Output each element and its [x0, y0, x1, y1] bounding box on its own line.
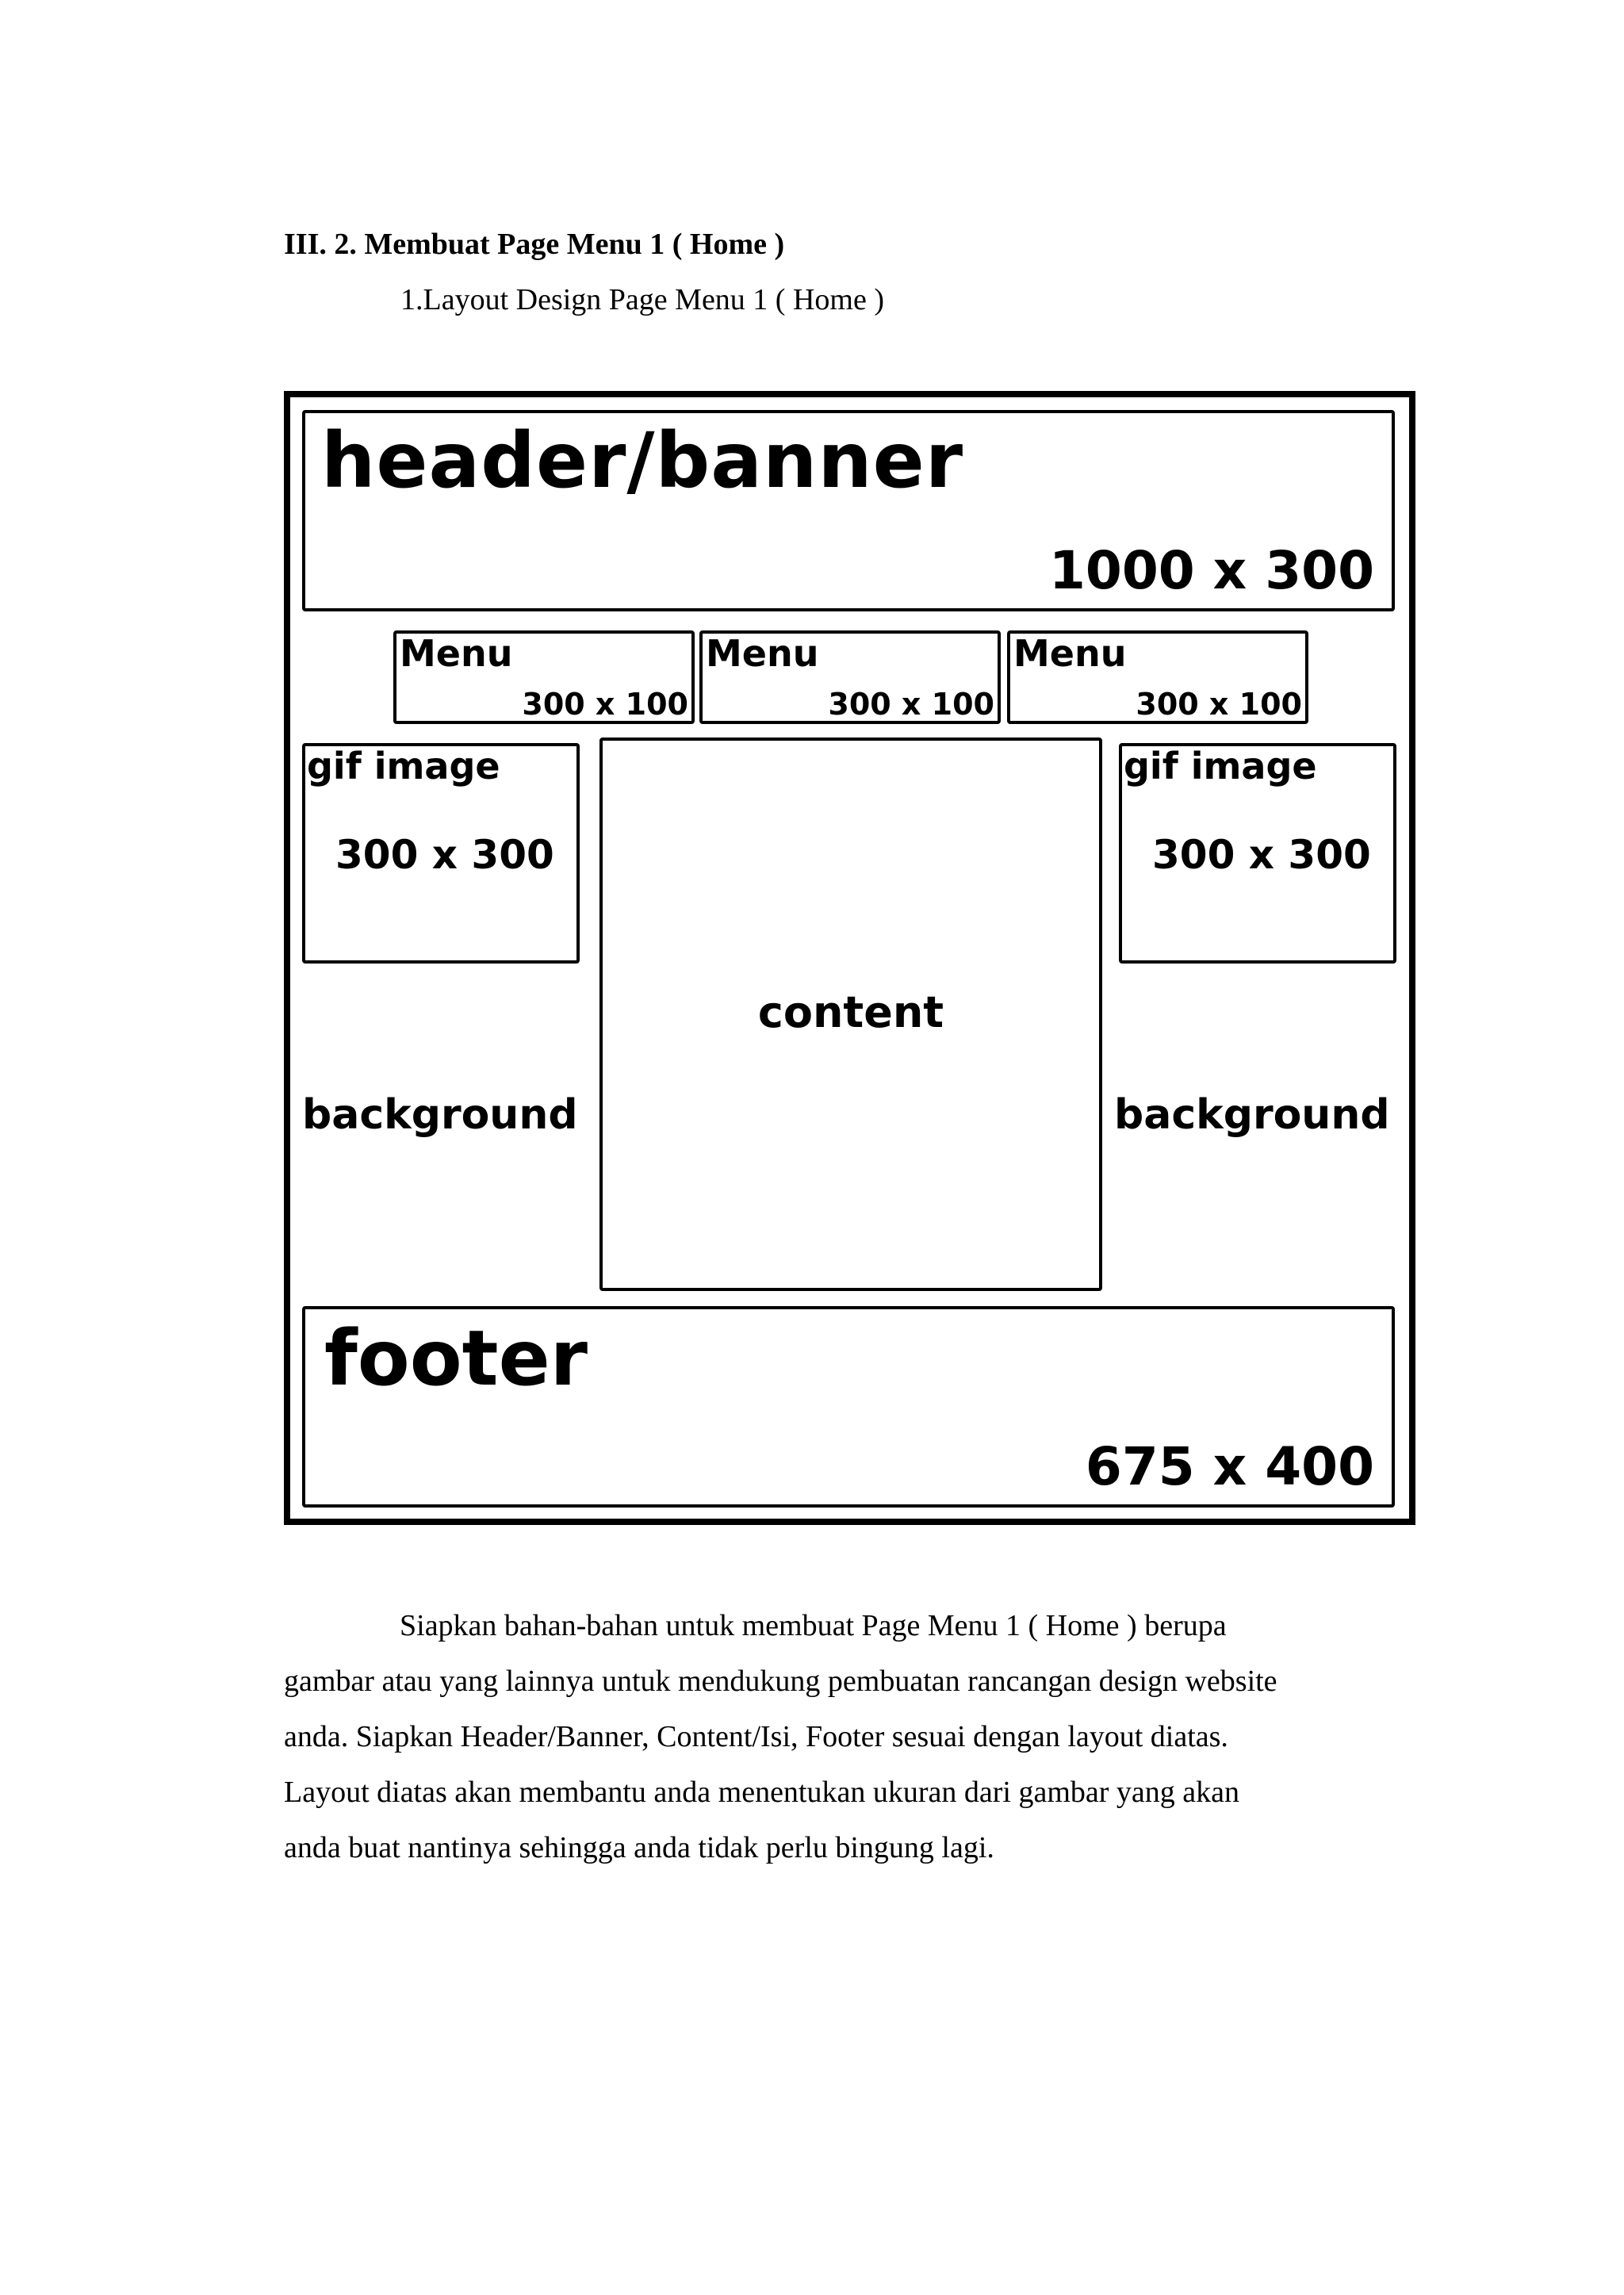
body-paragraph: Siapkan bahan-bahan untuk membuat Page M…: [284, 1598, 1426, 1875]
layout-diagram-frame: [284, 391, 1415, 1525]
menu-box-3: Menu 300 x 100: [1007, 630, 1308, 724]
menu-box-1: Menu 300 x 100: [393, 630, 695, 724]
menu-box-2: Menu 300 x 100: [699, 630, 1001, 724]
subsection-heading: 1.Layout Design Page Menu 1 ( Home ): [400, 283, 884, 316]
menu-title: Menu: [706, 632, 819, 675]
menu-size: 300 x 100: [828, 687, 994, 722]
footer-box: footer 675 x 400: [302, 1306, 1395, 1508]
header-banner-box: header/banner 1000 x 300: [302, 410, 1395, 611]
gif-image-title: gif image: [1124, 745, 1317, 787]
menu-title: Menu: [1013, 632, 1127, 675]
header-banner-size: 1000 x 300: [1049, 540, 1374, 601]
content-box: content: [599, 738, 1102, 1291]
paragraph-line: Layout diatas akan membantu anda menentu…: [284, 1776, 1239, 1809]
menu-title: Menu: [400, 632, 513, 675]
footer-size: 675 x 400: [1085, 1436, 1374, 1497]
footer-title: footer: [324, 1314, 588, 1403]
background-label-right: background: [1114, 1091, 1390, 1139]
paragraph-line: gambar atau yang lainnya untuk mendukung…: [284, 1665, 1277, 1698]
menu-size: 300 x 100: [522, 687, 688, 722]
gif-image-title: gif image: [307, 745, 500, 787]
background-label-left: background: [302, 1091, 578, 1139]
paragraph-line: anda buat nantinya sehingga anda tidak p…: [284, 1831, 994, 1864]
gif-image-box-right: gif image 300 x 300: [1119, 743, 1396, 964]
content-label: content: [757, 987, 944, 1037]
section-heading: III. 2. Membuat Page Menu 1 ( Home ): [284, 228, 785, 261]
header-banner-title: header/banner: [321, 416, 964, 505]
paragraph-line: anda. Siapkan Header/Banner, Content/Isi…: [284, 1720, 1228, 1753]
paragraph-line: Siapkan bahan-bahan untuk membuat Page M…: [400, 1609, 1227, 1642]
menu-size: 300 x 100: [1136, 687, 1302, 722]
gif-image-box-left: gif image 300 x 300: [302, 743, 580, 964]
gif-image-size: 300 x 300: [335, 832, 554, 878]
gif-image-size: 300 x 300: [1152, 832, 1371, 878]
